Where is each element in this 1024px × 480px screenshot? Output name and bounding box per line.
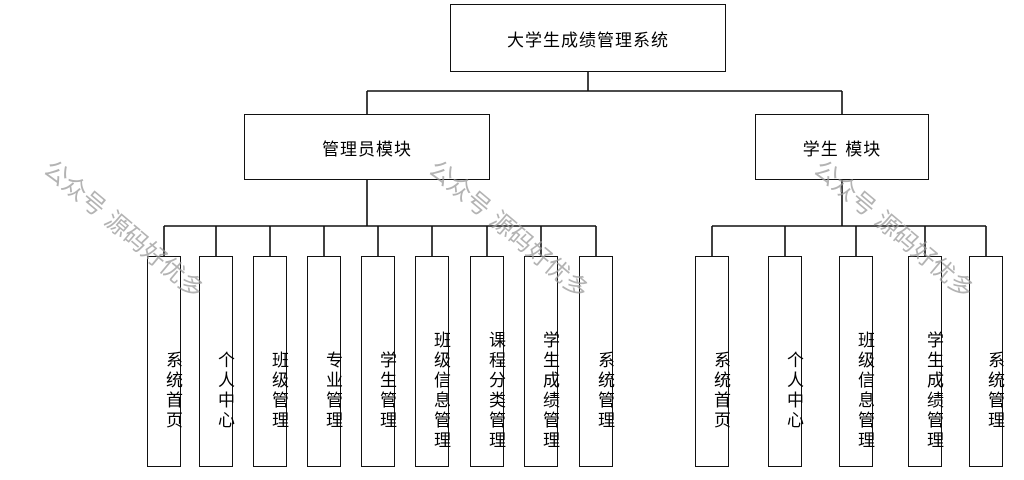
- admin-child-class-info-management: 班级信息管理: [415, 256, 450, 467]
- student-child-grade-management: 学生成绩管理: [908, 256, 943, 467]
- admin-module-box: 管理员模块: [244, 114, 490, 180]
- admin-child-personal-center: 个人中心: [199, 256, 234, 467]
- student-child-system-home: 系统首页: [695, 256, 730, 467]
- student-child-personal-center: 个人中心: [768, 256, 803, 467]
- admin-child-grade-management: 学生成绩管理: [524, 256, 559, 467]
- student-module-label: 学生 模块: [802, 139, 882, 160]
- admin-child-student-management: 学生管理: [361, 256, 396, 467]
- admin-child-course-category-management: 课程分类管理: [470, 256, 505, 467]
- admin-child-system-home: 系统首页: [147, 256, 182, 467]
- admin-child-system-management: 系统管理: [579, 256, 614, 467]
- admin-child-class-management: 班级管理: [253, 256, 288, 467]
- student-child-system-management: 系统管理: [969, 256, 1004, 467]
- root-system-label: 大学生成绩管理系统: [507, 30, 669, 51]
- student-child-class-info-management: 班级信息管理: [839, 256, 874, 467]
- admin-child-major-management: 专业管理: [307, 256, 342, 467]
- admin-module-label: 管理员模块: [322, 139, 412, 160]
- student-module-box: 学生 模块: [755, 114, 929, 180]
- root-system-box: 大学生成绩管理系统: [450, 4, 726, 72]
